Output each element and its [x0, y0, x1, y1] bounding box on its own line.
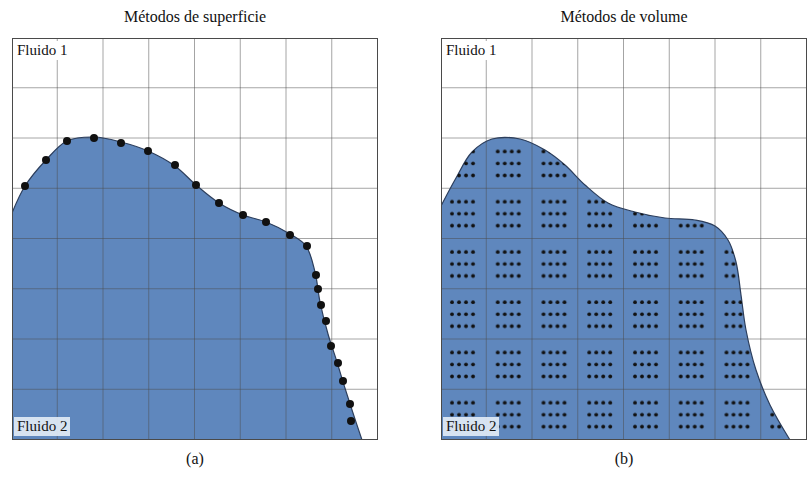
- fluid-label: Fluido 2: [443, 417, 499, 436]
- fluid-label: Fluido 1: [443, 41, 499, 60]
- surface-marker: [347, 417, 355, 425]
- panel-caption: (b): [615, 450, 634, 468]
- surface-marker: [42, 156, 50, 164]
- panel-caption: (a): [186, 450, 204, 468]
- panel-figure: [12, 38, 378, 440]
- fluid-1-region: [12, 38, 378, 440]
- surface-marker: [322, 317, 330, 325]
- interface-line: [12, 137, 362, 440]
- surface-marker: [314, 285, 322, 293]
- surface-marker: [317, 301, 325, 309]
- method-panel: Métodos de volumeFluido 1Fluido 2: [441, 38, 807, 440]
- surface-marker: [303, 242, 311, 250]
- fluid-1-region: [441, 38, 807, 440]
- surface-marker: [144, 147, 152, 155]
- surface-marker: [90, 134, 98, 142]
- surface-marker: [171, 161, 179, 169]
- mesh-grid: [441, 38, 807, 440]
- surface-marker: [215, 199, 223, 207]
- fluid-label: Fluido 2: [14, 417, 70, 436]
- surface-marker: [334, 359, 342, 367]
- surface-marker: [339, 377, 347, 385]
- surface-marker: [327, 342, 335, 350]
- method-panel: Métodos de superficieFluido 1Fluido 2: [12, 38, 378, 440]
- panel-border: [13, 39, 378, 440]
- panel-heading: Métodos de volume: [560, 8, 687, 26]
- panel-heading: Métodos de superficie: [124, 8, 266, 26]
- surface-marker: [117, 139, 125, 147]
- surface-marker: [21, 182, 29, 190]
- fluid-label: Fluido 1: [14, 41, 70, 60]
- surface-marker: [286, 231, 294, 239]
- volume-markers: [441, 38, 807, 440]
- surface-marker: [192, 181, 200, 189]
- mesh-grid: [12, 38, 378, 440]
- surface-marker: [63, 137, 71, 145]
- surface-marker: [239, 211, 247, 219]
- surface-marker: [346, 400, 354, 408]
- surface-marker: [262, 218, 270, 226]
- panel-border: [442, 39, 807, 440]
- surface-marker: [312, 271, 320, 279]
- panel-figure: [441, 38, 807, 440]
